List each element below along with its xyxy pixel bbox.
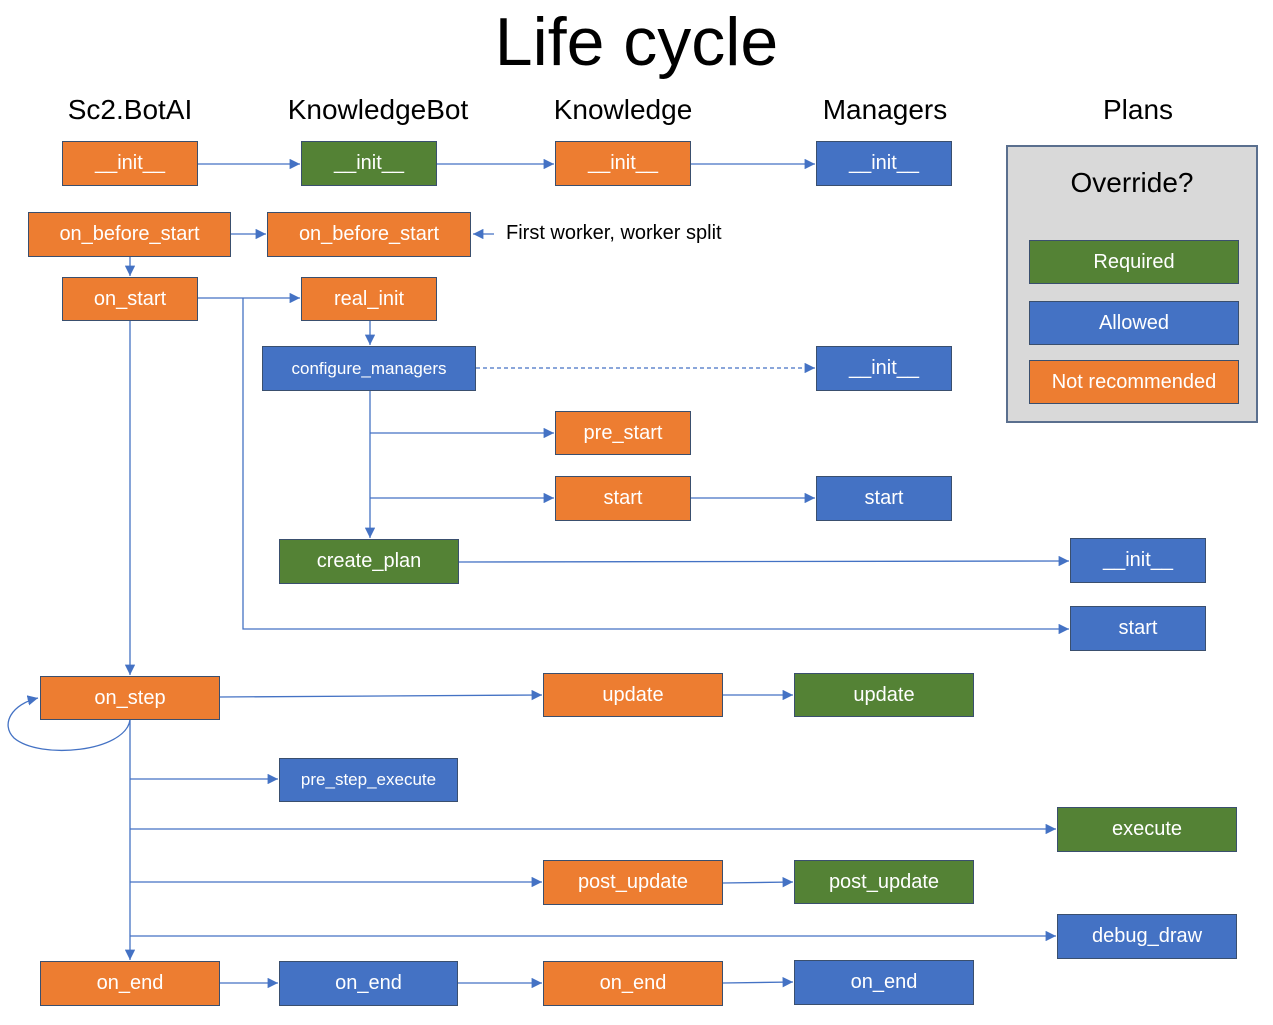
arrow-on-step-to-know-update [219, 689, 543, 701]
column-header-plans: Plans [1102, 94, 1174, 125]
node-mgr-update: update [794, 673, 974, 717]
diagram-title: Life cycle [494, 4, 779, 80]
legend-required: Required [1029, 240, 1239, 284]
node-know-update: update [543, 673, 723, 717]
node-mgr-init-1: __init__ [816, 141, 952, 186]
node-plan-debug-draw: debug_draw [1057, 914, 1237, 959]
legend-title: Override? [1070, 167, 1194, 198]
node-botai-init: __init__ [62, 141, 198, 186]
arrow-create-plan-to-plan-init [458, 555, 1070, 567]
node-botai-on-step: on_step [40, 676, 220, 720]
node-mgr-post-update: post_update [794, 860, 974, 904]
node-kbot-create-plan: create_plan [279, 539, 459, 584]
node-know-init: __init__ [555, 141, 691, 186]
column-header-knowledgebot: KnowledgeBot [287, 94, 469, 125]
node-plan-init: __init__ [1070, 538, 1206, 583]
node-know-on-end: on_end [543, 961, 723, 1006]
node-kbot-real-init: real_init [301, 277, 437, 321]
arrow-know-post-update-to-mgr-post-update [722, 876, 794, 888]
node-plan-start: start [1070, 606, 1206, 651]
node-know-pre-start: pre_start [555, 411, 691, 455]
node-botai-on-before-start: on_before_start [28, 212, 231, 257]
arrow-know-on-end-to-mgr-on-end [722, 976, 794, 988]
node-botai-on-start: on_start [62, 277, 198, 321]
column-header-sc2-botai: Sc2.BotAI [67, 94, 193, 125]
column-header-managers: Managers [822, 94, 948, 125]
node-kbot-init: __init__ [301, 141, 437, 186]
node-kbot-on-before-start: on_before_start [267, 212, 471, 257]
node-mgr-on-end: on_end [794, 960, 974, 1005]
node-kbot-configure-managers: configure_managers [262, 346, 476, 391]
node-mgr-start: start [816, 476, 952, 521]
column-header-knowledge: Knowledge [553, 94, 693, 125]
arrow-on-step-loop [7, 695, 131, 752]
node-botai-on-end: on_end [40, 961, 220, 1006]
legend-allowed: Allowed [1029, 301, 1239, 345]
node-know-post-update: post_update [543, 860, 723, 905]
note-first-worker: First worker, worker split [506, 222, 722, 244]
node-plan-execute: execute [1057, 807, 1237, 852]
node-kbot-pre-step-execute: pre_step_execute [279, 758, 458, 802]
legend-panel: Override? Required Allowed Not recommend… [1006, 145, 1258, 423]
arrow-on-start-to-plan-start [242, 298, 1069, 635]
node-mgr-init-2: __init__ [816, 346, 952, 391]
node-kbot-on-end: on_end [279, 961, 458, 1006]
node-know-start: start [555, 476, 691, 521]
legend-not-recommended: Not recommended [1029, 360, 1239, 404]
